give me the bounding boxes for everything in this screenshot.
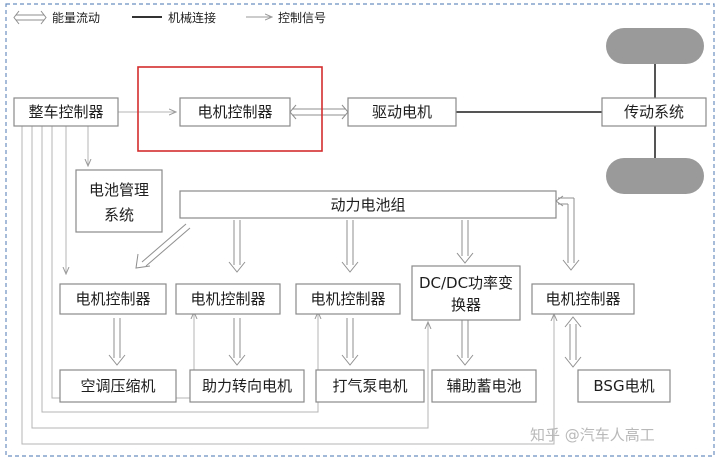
vcu-box xyxy=(13,97,119,127)
energy-mcu-motor-arrow xyxy=(289,104,349,120)
mcu-ac-label: 电机控制器 xyxy=(75,290,150,308)
mcu-bsg-box xyxy=(531,283,635,315)
mcu-ac-box xyxy=(59,283,167,315)
energy-pump-down-arrow xyxy=(341,318,359,366)
diagram-frame xyxy=(5,3,715,457)
energy-ac-down-arrow xyxy=(108,318,126,366)
air-pump-motor-label: 打气泵电机 xyxy=(332,377,407,395)
mcu-pump-box xyxy=(295,283,401,315)
ac-compressor-box xyxy=(59,369,177,403)
energy-bsg-bidirectional-arrow xyxy=(564,316,582,368)
mcu-steer-label: 电机控制器 xyxy=(190,290,265,308)
drive-motor-box xyxy=(347,97,457,127)
bsg-motor-box xyxy=(577,369,671,403)
power-steering-motor-label: 助力转向电机 xyxy=(202,377,292,395)
bms-box xyxy=(75,169,163,233)
bsg-motor-label: BSG电机 xyxy=(593,377,654,395)
vcu-label: 整车控制器 xyxy=(28,103,103,121)
legend: 能量流动 机械连接 控制信号 xyxy=(13,10,326,25)
signal-vcu-to-mcu-bsg xyxy=(21,126,554,445)
legend-mechanical-label: 机械连接 xyxy=(168,10,216,25)
signal-vcu-to-mcu-pump xyxy=(41,126,318,413)
signal-vcu-to-dcdc xyxy=(31,126,428,429)
energy-battery-ac-arrow xyxy=(135,223,191,269)
legend-energy-flow-label: 能量流动 xyxy=(52,11,100,25)
dcdc-label-line1: DC/DC功率变 xyxy=(419,274,513,292)
watermark: 知乎 @汽车人高工 xyxy=(530,426,655,444)
wheel-bottom-icon xyxy=(606,158,704,194)
energy-steer-down-arrow xyxy=(228,318,246,366)
transmission-label: 传动系统 xyxy=(624,103,684,121)
air-pump-motor-box xyxy=(315,369,425,403)
mcu-main-label: 电机控制器 xyxy=(197,103,272,121)
mcu-main-box xyxy=(179,97,291,127)
dcdc-box xyxy=(411,265,521,321)
bms-label-line1: 电池管理 xyxy=(89,181,149,199)
dcdc-label-line2: 换器 xyxy=(451,296,481,314)
mcu-main-highlight xyxy=(137,66,323,152)
legend-energy-flow-icon xyxy=(13,10,47,25)
energy-battery-bsg-arrow xyxy=(555,195,580,271)
mcu-pump-label: 电机控制器 xyxy=(310,290,385,308)
legend-control-signal-label: 控制信号 xyxy=(278,11,326,25)
drive-motor-label: 驱动电机 xyxy=(372,103,432,121)
wheel-top-icon xyxy=(606,28,704,64)
aux-battery-box xyxy=(431,369,537,403)
ac-compressor-label: 空调压缩机 xyxy=(80,377,155,395)
energy-dcdc-down-arrow xyxy=(456,320,474,366)
battery-pack-box xyxy=(179,190,557,219)
energy-battery-pump-arrow xyxy=(341,220,359,273)
battery-pack-label: 动力电池组 xyxy=(330,196,405,214)
transmission-box xyxy=(601,97,707,127)
energy-battery-dcdc-arrow xyxy=(456,220,474,264)
mcu-steer-box xyxy=(175,283,281,315)
energy-battery-steer-arrow xyxy=(228,220,246,273)
mcu-bsg-label: 电机控制器 xyxy=(545,290,620,308)
aux-battery-label: 辅助蓄电池 xyxy=(446,377,521,395)
bms-label-line2: 系统 xyxy=(104,206,134,224)
power-steering-motor-box xyxy=(189,369,305,403)
